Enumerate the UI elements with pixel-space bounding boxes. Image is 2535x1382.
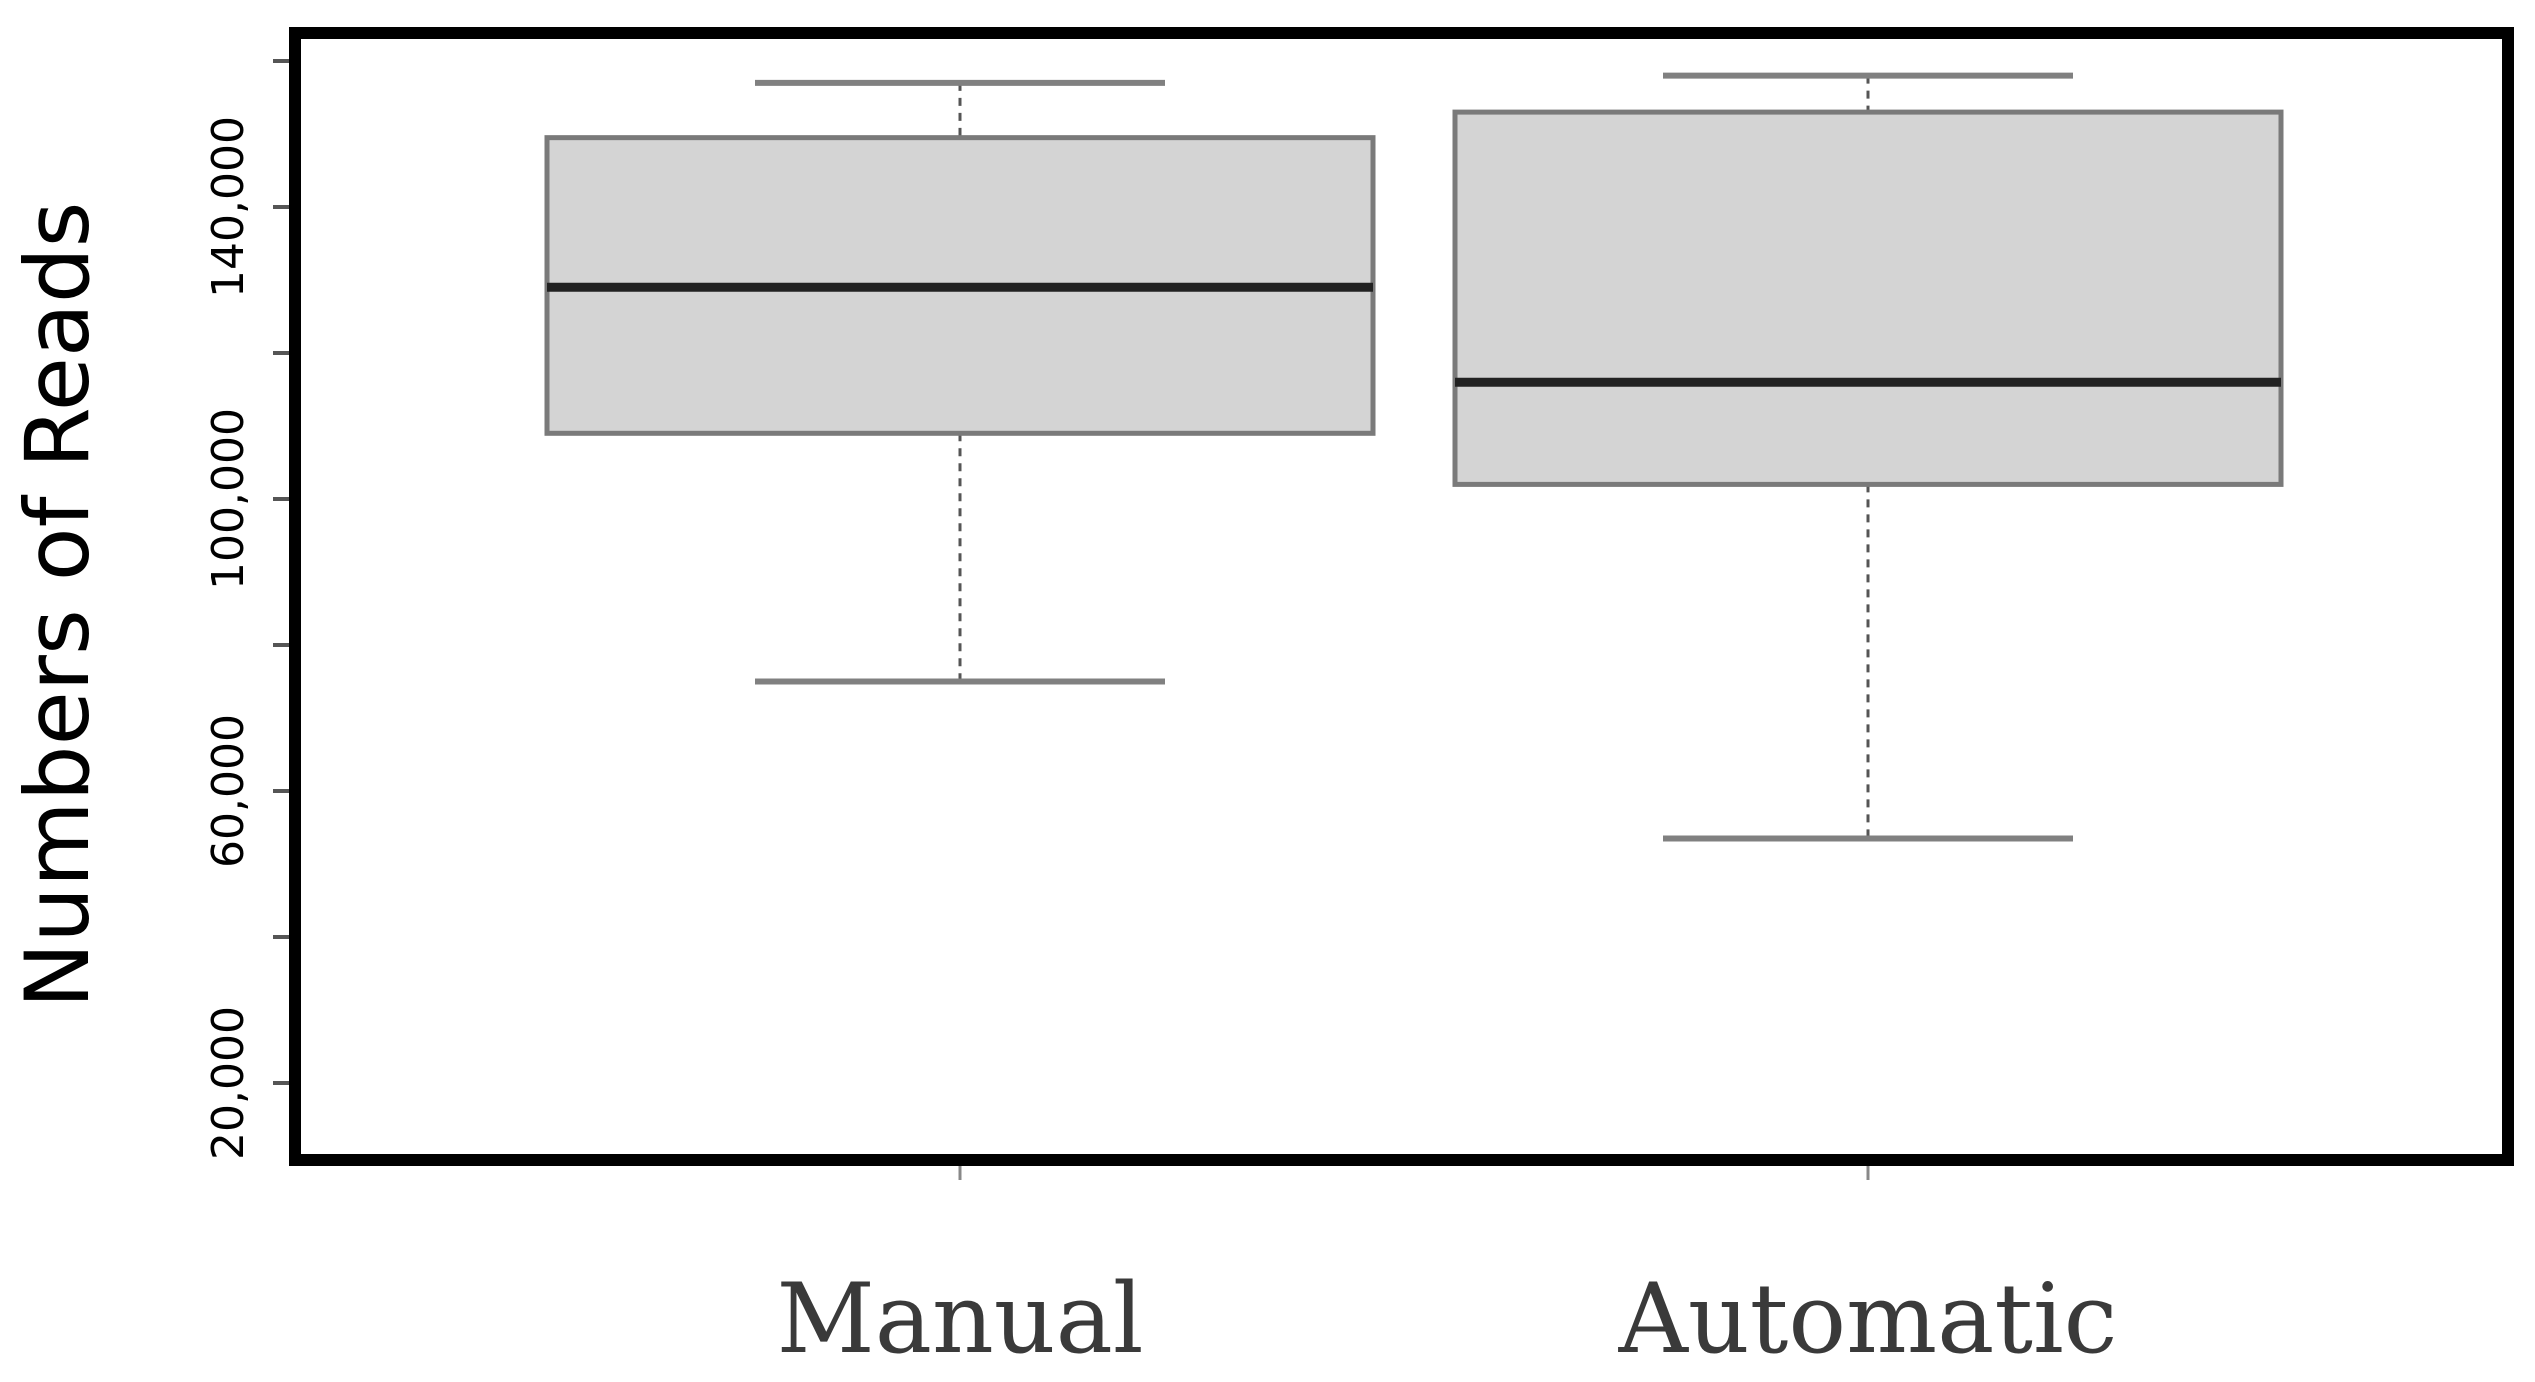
x-ticks: Manual Automatic <box>776 1166 2117 1375</box>
y-tick-label: 100,000 <box>203 408 254 590</box>
y-tick-label: 60,000 <box>203 714 254 868</box>
plot-frame <box>289 27 2514 1166</box>
x-tick-label: Automatic <box>1618 1263 2118 1375</box>
iqr-box <box>1452 109 2284 487</box>
y-axis-label: Numbers of Reads <box>6 201 109 1008</box>
y-tick-label: 140,000 <box>203 116 254 298</box>
x-tick-label: Manual <box>776 1263 1143 1375</box>
y-tick-label: 20,000 <box>203 1006 254 1160</box>
box-automatic <box>1452 72 2284 842</box>
boxes <box>544 72 2284 842</box>
box-manual <box>544 79 1376 685</box>
y-ticks: 20,000 60,000 100,000 140,000 <box>203 59 295 1160</box>
